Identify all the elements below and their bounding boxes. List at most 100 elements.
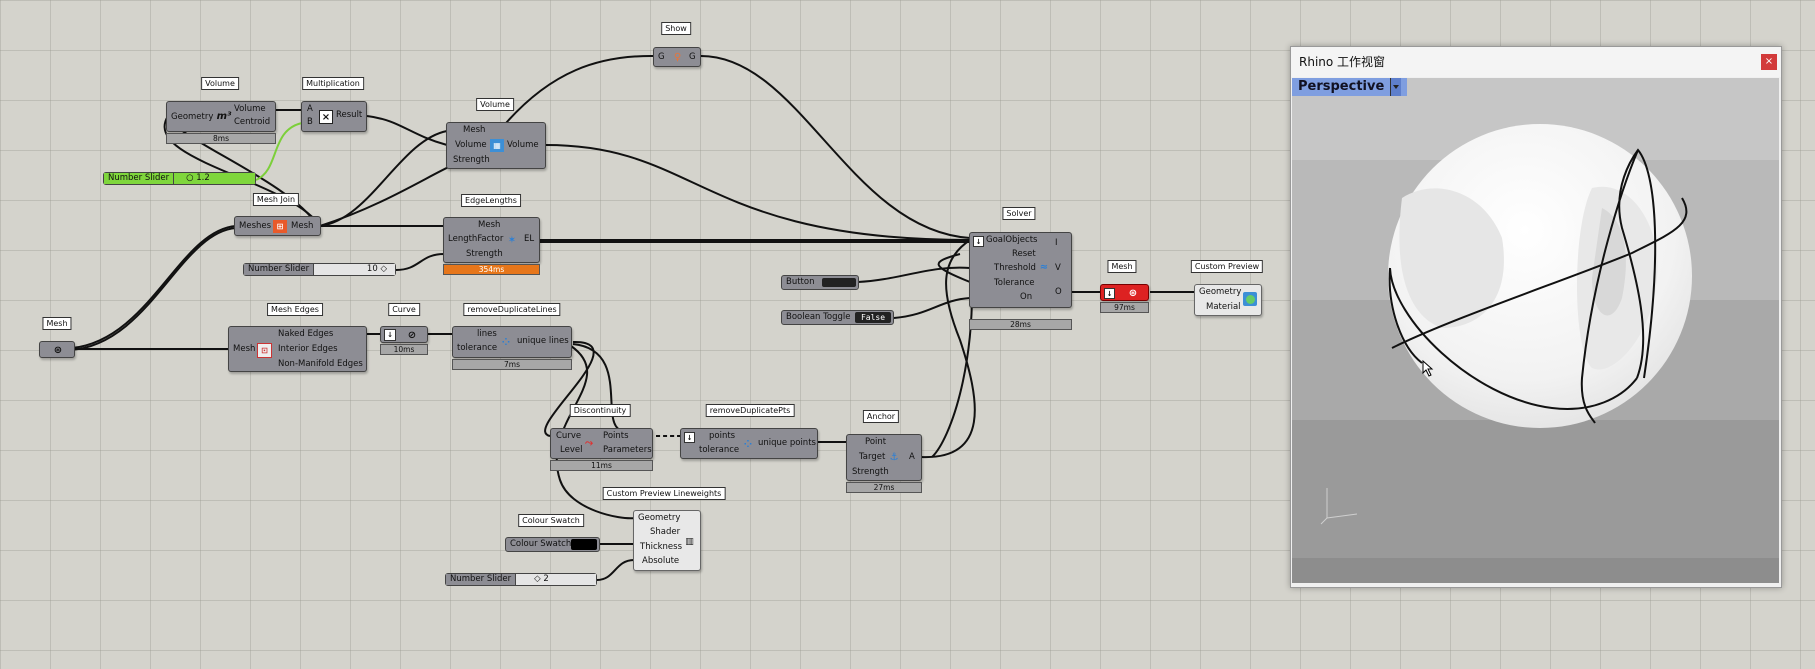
- close-button[interactable]: ×: [1761, 54, 1777, 70]
- mesh-out-timer: 97ms: [1100, 302, 1149, 313]
- button-component[interactable]: Button: [781, 275, 859, 290]
- shader-input: Shader: [650, 527, 681, 537]
- mesh-edges-tag: Mesh Edges: [267, 303, 323, 316]
- discontinuity-timer: 11ms: [550, 460, 653, 471]
- strength-input: Strength: [453, 155, 490, 165]
- volume-component[interactable]: Geometry m³ Volume Centroid: [166, 101, 276, 132]
- target-input: Target: [859, 452, 886, 462]
- volume-goal-tag: Volume: [476, 98, 514, 111]
- show-tag: Show: [661, 22, 691, 35]
- mesh-out-component[interactable]: ↓ ⊛: [1100, 284, 1149, 301]
- unique-points-output: unique points: [758, 438, 816, 448]
- slider-label: Number Slider: [104, 173, 175, 184]
- mesh-param-component[interactable]: ⊛: [39, 341, 75, 358]
- mesh-join-component[interactable]: Meshes ⊞ Mesh: [234, 216, 321, 236]
- reset-input: Reset: [1012, 249, 1036, 259]
- centroid-output: Centroid: [234, 117, 271, 127]
- rhino-titlebar[interactable]: Rhino 工作视窗 ×: [1291, 47, 1781, 77]
- mesh-join-tag: Mesh Join: [252, 193, 300, 206]
- curve-param-component[interactable]: ↓ ⊘: [380, 326, 428, 343]
- volume-output: Volume: [234, 104, 266, 114]
- preview-icon: [1243, 292, 1257, 306]
- strength-input: Strength: [852, 467, 889, 477]
- solver-timer: 28ms: [969, 319, 1072, 330]
- colour-swatch-tag: Colour Swatch: [518, 514, 584, 527]
- edge-lengths-icon: ✶: [507, 234, 517, 246]
- multiplication-component[interactable]: A B × Result: [301, 101, 367, 132]
- absolute-input: Absolute: [642, 556, 680, 566]
- multiplication-tag: Multiplication: [302, 77, 364, 90]
- custom-preview-component[interactable]: Geometry Material: [1194, 284, 1262, 316]
- thickness-input: Thickness: [640, 542, 683, 552]
- mesh-edges-component[interactable]: Mesh ⊡ Naked Edges Interior Edges Non-Ma…: [228, 326, 367, 372]
- edge-lengths-component[interactable]: Mesh LengthFactor Strength ✶ EL: [443, 217, 540, 263]
- list-icon: ↓: [973, 236, 984, 247]
- a-input: A: [307, 104, 313, 114]
- remove-duplicate-lines-tag: removeDuplicateLines: [463, 303, 561, 316]
- slider-value: 1.2: [196, 173, 210, 183]
- naked-edges-output: Naked Edges: [278, 329, 334, 339]
- mesh-out-tag: Mesh: [1107, 260, 1137, 273]
- tolerance-input: tolerance: [699, 445, 740, 455]
- toggle-value[interactable]: False: [855, 312, 891, 323]
- discontinuity-tag: Discontinuity: [569, 404, 631, 417]
- mesh-edges-icon: ⊡: [257, 343, 272, 358]
- colour-swatch-component[interactable]: Colour Swatch: [505, 537, 600, 552]
- curve-timer: 10ms: [380, 344, 428, 355]
- slider-label: Number Slider: [446, 574, 517, 585]
- thickness-slider[interactable]: Number Slider ◇ 2: [445, 573, 597, 586]
- multiply-icon: ×: [319, 110, 333, 124]
- curve-input: Curve: [556, 431, 582, 441]
- tolerance-input: Tolerance: [994, 278, 1035, 288]
- parameters-output: Parameters: [603, 445, 652, 455]
- rhino-title: Rhino 工作视窗: [1299, 55, 1386, 69]
- volume-goal-component[interactable]: Mesh Volume Strength ▦ Volume: [446, 122, 546, 169]
- curve-tag: Curve: [388, 303, 420, 316]
- slider-rail[interactable]: ○ 1.2: [174, 173, 255, 184]
- kangaroo-icon: ≈: [1039, 261, 1049, 273]
- custom-preview-tag: Custom Preview: [1190, 260, 1264, 273]
- cp-lineweights-component[interactable]: Geometry Shader Thickness Absolute ▥: [633, 510, 701, 571]
- remove-duplicate-lines-timer: 7ms: [452, 359, 572, 370]
- anchor-component[interactable]: Point Target Strength ⚓ A: [846, 434, 922, 481]
- mesh-join-icon: ⊞: [273, 220, 287, 233]
- discontinuity-component[interactable]: Curve Level ⤳ Points Parameters: [550, 428, 653, 459]
- geometry-input: Geometry: [1199, 287, 1242, 297]
- material-input: Material: [1206, 302, 1241, 312]
- perspective-viewport[interactable]: Perspective: [1292, 78, 1779, 583]
- boolean-toggle-component[interactable]: Boolean Toggle False: [781, 310, 894, 325]
- solver-component[interactable]: ↓ GoalObjects Reset Threshold Tolerance …: [969, 232, 1072, 308]
- mesh-input: Mesh: [233, 344, 256, 354]
- slider-value: 10: [366, 264, 378, 274]
- interior-edges-output: Interior Edges: [278, 344, 338, 354]
- colour-swatch-label: Colour Swatch: [510, 539, 572, 549]
- button-face[interactable]: [822, 278, 856, 287]
- el-output: EL: [524, 234, 535, 244]
- volume-icon: m³: [216, 111, 232, 122]
- remove-duplicate-pts-component[interactable]: ↓ points tolerance ⁘ unique points: [680, 428, 818, 459]
- slider-value: 2: [543, 574, 549, 584]
- geometry-input: Geometry: [638, 513, 681, 523]
- cp-lineweights-tag: Custom Preview Lineweights: [602, 487, 726, 500]
- viewport-label[interactable]: Perspective: [1292, 78, 1408, 96]
- chevron-down-icon[interactable]: [1390, 78, 1402, 96]
- button-label: Button: [786, 277, 815, 287]
- slider-rail[interactable]: ◇ 2: [516, 574, 596, 585]
- slider-rail[interactable]: 10 ◇: [314, 264, 395, 275]
- curve-icon: ⊘: [407, 329, 417, 341]
- remove-duplicate-lines-component[interactable]: lines tolerance ⁘ unique lines: [452, 326, 572, 358]
- length-factor-input: LengthFactor: [448, 234, 504, 244]
- dedupe-points-icon: ⁘: [743, 438, 753, 450]
- colour-swatch-chip[interactable]: [571, 539, 597, 550]
- edge-lengths-tag: EdgeLengths: [461, 194, 521, 207]
- rhino-viewport-window[interactable]: Rhino 工作视窗 ×: [1290, 46, 1782, 588]
- tolerance-input: tolerance: [457, 343, 498, 353]
- mesh-input: Mesh: [463, 125, 486, 135]
- length-factor-slider[interactable]: Number Slider 10 ◇: [243, 263, 396, 276]
- mesh-output: Mesh: [291, 221, 314, 231]
- g-input: G: [658, 52, 665, 62]
- volume-factor-slider[interactable]: Number Slider ○ 1.2: [103, 172, 256, 185]
- show-component[interactable]: G ♀ G: [653, 47, 701, 67]
- unique-lines-output: unique lines: [517, 336, 569, 346]
- list-icon: ↓: [1104, 288, 1115, 299]
